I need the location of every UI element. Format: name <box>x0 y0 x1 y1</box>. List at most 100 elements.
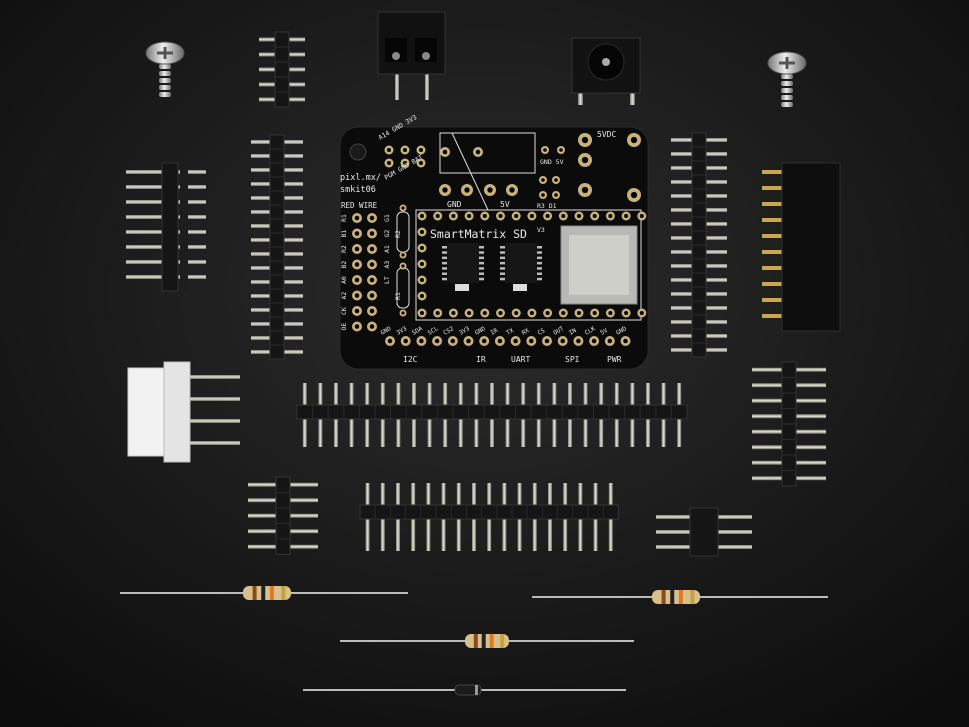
female-pin <box>762 234 784 238</box>
pad-hole <box>450 338 456 344</box>
group-label-spi: SPI <box>565 355 580 364</box>
resistor-band <box>281 586 286 600</box>
pad-hole <box>529 213 534 219</box>
bottom-pin-label: IR <box>489 327 499 337</box>
pad-hole <box>561 310 566 316</box>
pad-hole <box>592 310 597 316</box>
pad-hole <box>354 293 360 298</box>
pad-hole <box>369 231 375 236</box>
bottom-pin-label: GND <box>474 325 487 337</box>
resistor-band <box>252 586 257 600</box>
left-pin-label: R2 <box>340 245 348 253</box>
header-plastic <box>359 504 619 520</box>
pad-hole <box>467 310 472 316</box>
terminal-slot <box>385 38 407 62</box>
pad-hole <box>607 338 613 344</box>
pad-hole <box>482 213 487 219</box>
header-plastic-side <box>180 163 188 291</box>
r3-d1-label: R3 D1 <box>537 202 557 210</box>
jst-pin <box>185 419 240 423</box>
pad-hole <box>559 148 563 152</box>
pad-hole <box>369 277 375 283</box>
pad-hole <box>639 310 644 316</box>
pad-hole <box>576 213 582 219</box>
pad-hole <box>581 186 589 194</box>
url-line1: pixl.mx/ <box>340 173 381 183</box>
pad-hole <box>419 277 425 283</box>
pad-hole <box>418 147 424 153</box>
pad-hole <box>554 178 558 182</box>
pad-hole <box>419 213 425 219</box>
terminal-slot <box>415 38 437 62</box>
pad-hole <box>487 187 493 193</box>
ic-lead <box>442 272 447 275</box>
pad-hole <box>434 338 440 344</box>
ic-lead <box>500 272 505 275</box>
microsd-cover <box>569 235 629 295</box>
bottom-pin-label: RX <box>521 327 531 337</box>
screw-slot <box>779 57 795 69</box>
jst-pin <box>185 375 240 379</box>
pad-hole <box>545 310 550 316</box>
pad-hole <box>561 213 566 219</box>
terminal-screw <box>392 52 400 60</box>
pad-hole <box>354 215 360 221</box>
female-pin <box>762 202 784 206</box>
ic-lead <box>479 256 484 260</box>
right-pin-label: G1 <box>383 214 391 222</box>
pad-hole <box>401 264 405 268</box>
pad-hole <box>581 156 589 164</box>
ic-lead <box>479 251 484 254</box>
pad-hole <box>354 277 360 283</box>
pcb-substrate <box>339 126 649 370</box>
bottom-pin-label: SCL <box>427 325 440 337</box>
pad-hole <box>529 310 534 316</box>
pad-hole <box>560 338 565 344</box>
5v-label: 5V <box>500 200 510 209</box>
pad-hole <box>541 193 545 197</box>
pad-hole <box>544 338 550 344</box>
jack-pin <box>578 85 583 105</box>
group-label-ir: IR <box>476 355 486 364</box>
board-title: SmartMatrix SD <box>430 227 527 241</box>
pad-hole <box>419 338 424 344</box>
diode-body <box>454 684 482 696</box>
ic-lead <box>442 261 447 265</box>
jst-connector <box>127 361 240 463</box>
pad-hole <box>592 213 597 219</box>
pad-hole <box>369 308 375 314</box>
gnd-5v-label: GND 5V <box>540 158 564 166</box>
pad-hole <box>435 213 440 219</box>
ic-lead <box>500 246 505 249</box>
resistor-band <box>489 634 494 648</box>
ic-chip <box>447 243 479 283</box>
ic-lead <box>537 267 542 270</box>
pad-hole <box>401 311 405 315</box>
female-housing <box>781 162 841 332</box>
url-line2: smkit06 <box>340 185 376 195</box>
ic-lead <box>442 277 447 281</box>
resistor-band <box>661 590 666 604</box>
screw-left <box>145 41 185 97</box>
pad-hole <box>369 262 375 267</box>
bottom-pin-label: IN <box>568 327 578 337</box>
ic-lead <box>479 272 484 275</box>
right-angle-header <box>126 162 206 292</box>
header-plastic <box>296 404 688 420</box>
bottom-pin-label: CLK <box>584 325 597 337</box>
ic-lead <box>479 277 484 281</box>
pad-hole <box>369 246 375 252</box>
pad-hole <box>419 293 425 299</box>
bottom-pin-label: 5V <box>599 327 609 337</box>
pad-hole <box>402 160 408 166</box>
gnd-label: GND <box>447 200 462 209</box>
pad-hole <box>387 338 393 344</box>
jst-housing <box>127 367 167 457</box>
screw-thread <box>159 64 171 69</box>
resistor-band <box>481 634 486 648</box>
screw-right <box>767 51 807 107</box>
pad-hole <box>498 213 503 219</box>
silkscreen-box <box>439 132 536 174</box>
pad-hole <box>554 193 558 197</box>
